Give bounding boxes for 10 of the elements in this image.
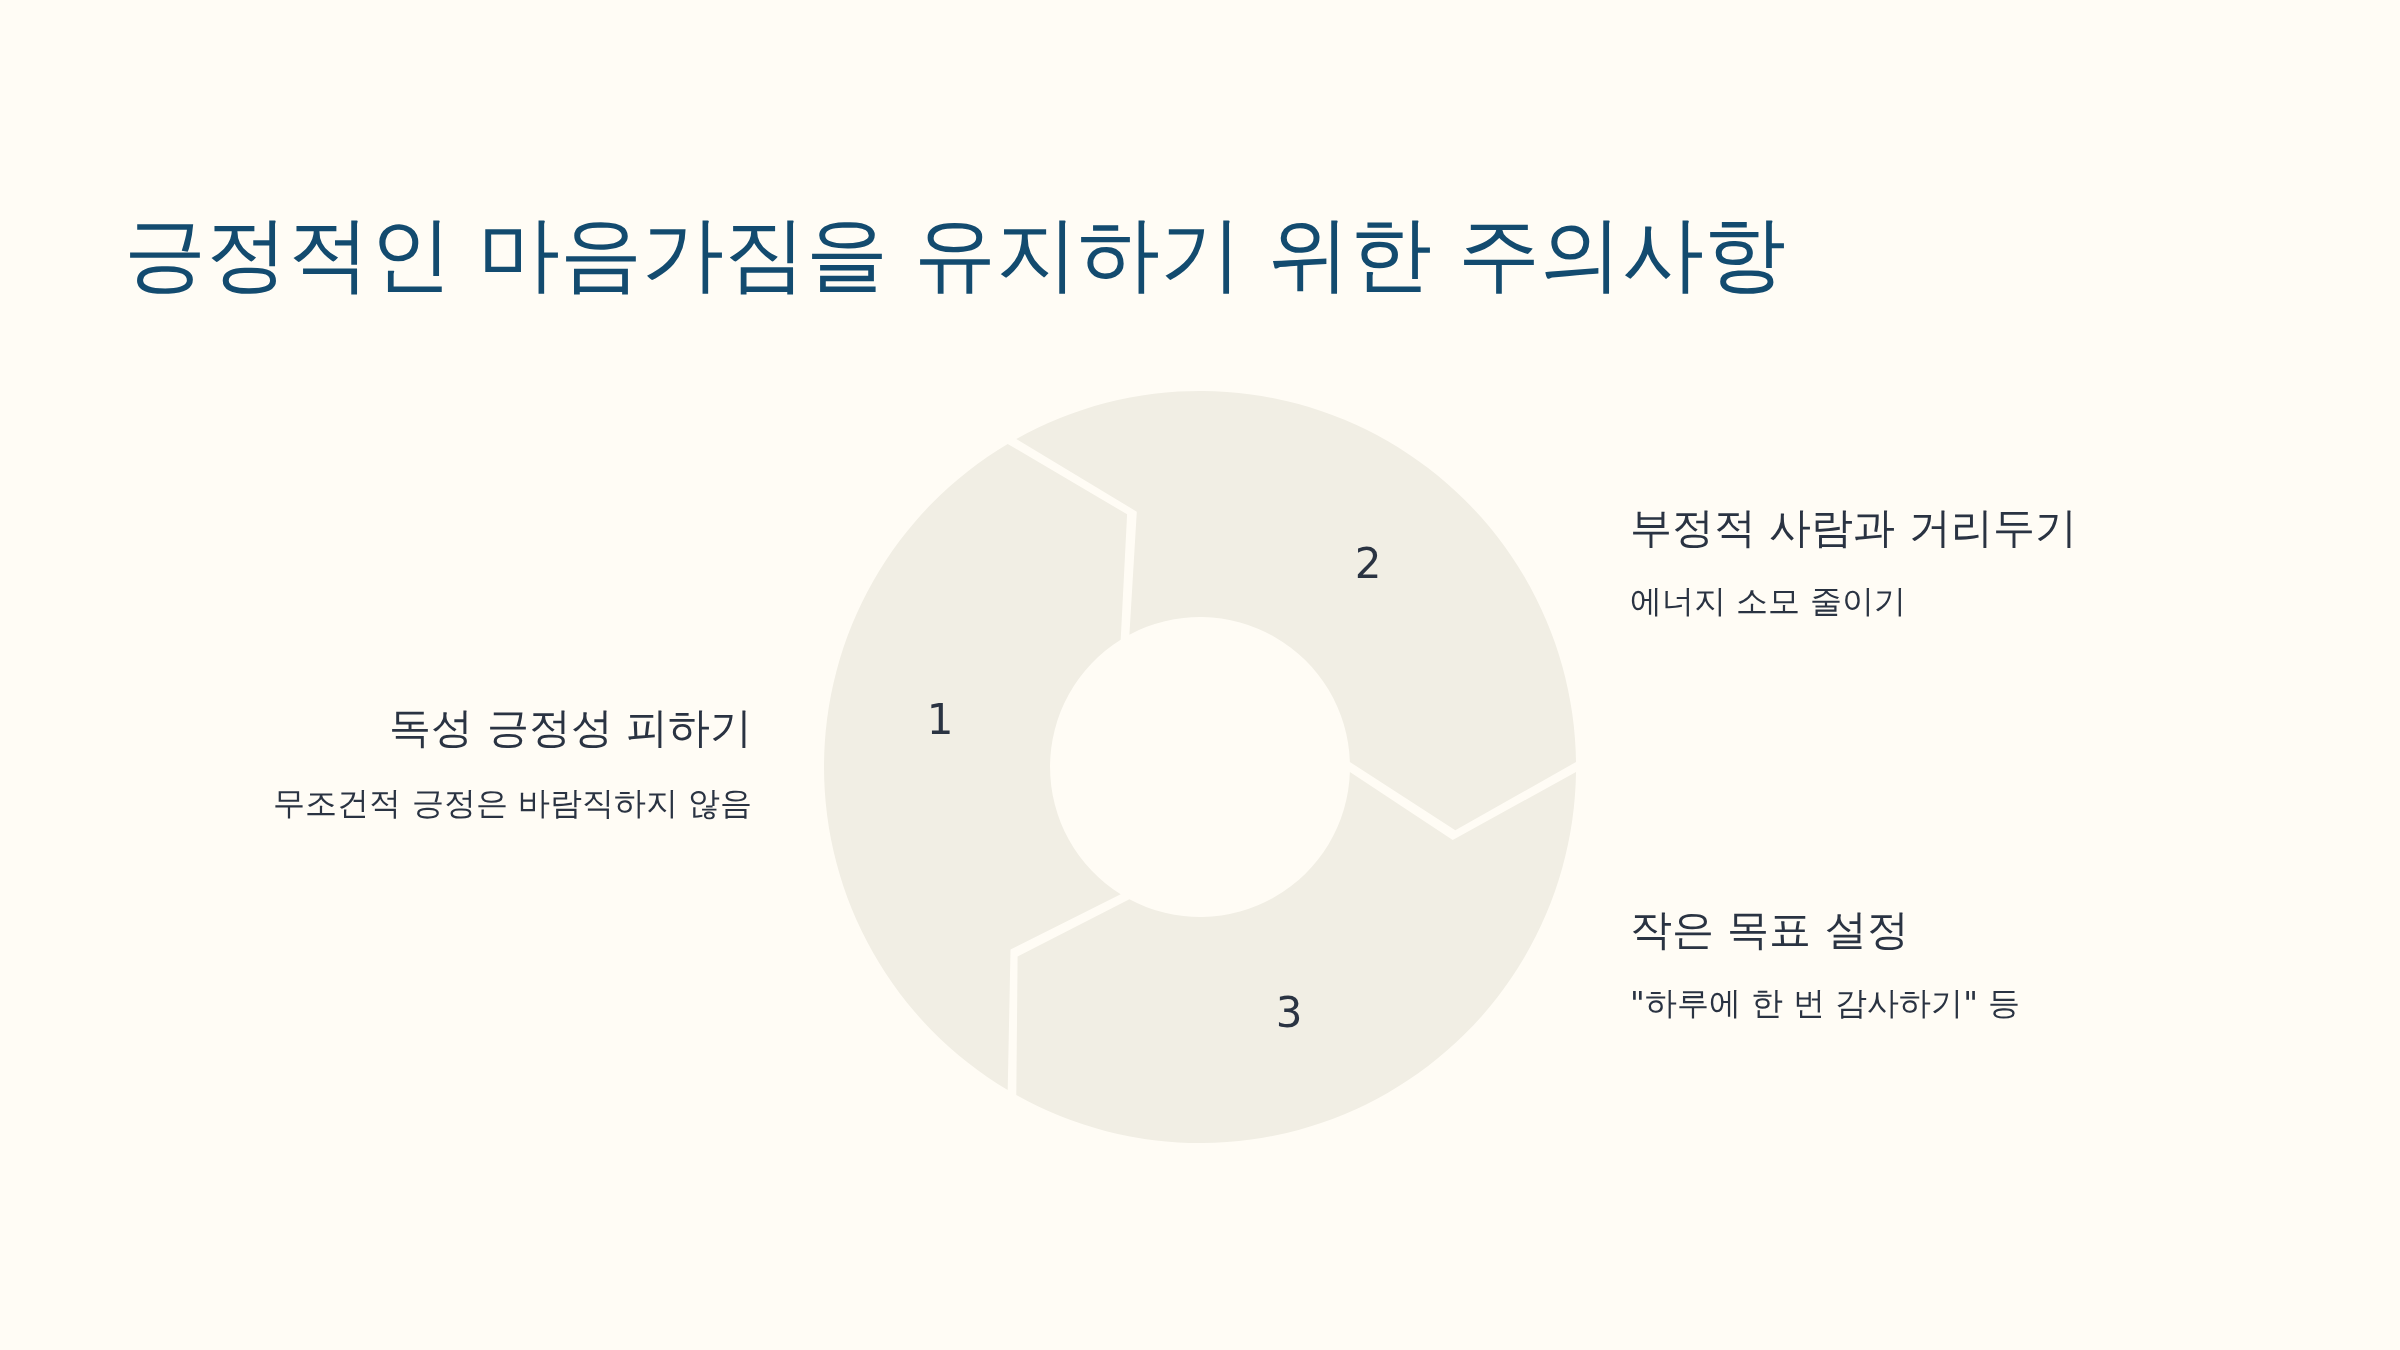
step-heading: 독성 긍정성 피하기 — [389, 702, 752, 754]
step-description: 무조건적 긍정은 바람직하지 않음 — [273, 783, 752, 824]
step-description: "하루에 한 번 감사하기" 등 — [1630, 983, 2021, 1024]
step-number: 3 — [1275, 987, 1303, 1037]
step-number: 2 — [1354, 538, 1382, 588]
step-heading: 부정적 사람과 거리두기 — [1630, 502, 2077, 554]
title: 긍정적인 마음가짐을 유지하기 위한 주의사항 — [124, 205, 1787, 303]
step-number: 1 — [926, 694, 954, 744]
step-description: 에너지 소모 줄이기 — [1630, 581, 1907, 622]
step-heading: 작은 목표 설정 — [1630, 904, 1909, 956]
